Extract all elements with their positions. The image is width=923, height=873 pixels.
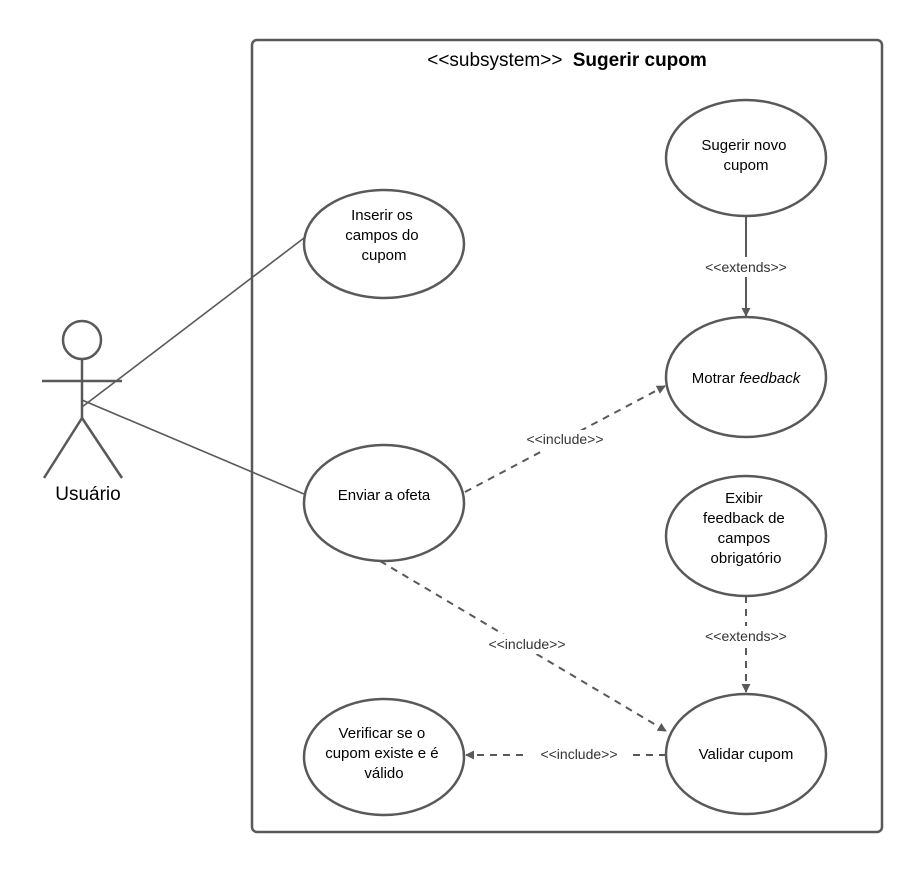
- use-case-label-prefix: Motrar: [692, 370, 740, 387]
- svg-text:Inserir os campos do: Inserir os campos do cupom: [345, 207, 423, 264]
- use-case-label: Validar cupom: [699, 746, 794, 763]
- svg-text:Sugerir novo cupom: Sugerir novo cupom: [701, 137, 790, 174]
- use-case-label-line: cupom: [361, 247, 406, 264]
- association-inserir: [81, 237, 305, 408]
- subsystem-title: <<subsystem>> Sugerir cupom: [427, 50, 707, 71]
- relation-label-include-3: <<include>>: [540, 746, 617, 762]
- include-line-enviar-validar: [379, 560, 667, 732]
- use-case-validar-cupom[interactable]: Validar cupom: [664, 692, 828, 816]
- use-case-exibir-feedback[interactable]: Exibir feedback de campos obrigatório: [664, 474, 828, 598]
- relation-label-extends-1: <<extends>>: [705, 259, 787, 275]
- use-case-label-line: campos: [718, 530, 771, 547]
- use-case-label: Enviar a ofeta: [338, 487, 431, 504]
- relation-label-extends-2: <<extends>>: [705, 628, 787, 644]
- subsystem-name: Sugerir cupom: [573, 50, 707, 71]
- relation-label-include-1: <<include>>: [526, 431, 603, 447]
- use-case-label-line: Exibir: [725, 490, 763, 507]
- use-case-inserir-campos[interactable]: Inserir os campos do cupom: [302, 188, 466, 300]
- actor-name: Usuário: [55, 484, 120, 505]
- use-case-sugerir-novo-cupom[interactable]: Sugerir novo cupom: [664, 98, 828, 218]
- use-case-label-line: cupom existe e é: [325, 745, 438, 762]
- svg-text:Motrar feedback: Motrar feedback: [692, 370, 802, 387]
- use-case-label-line: campos do: [345, 227, 418, 244]
- relation-label-include-2: <<include>>: [488, 636, 565, 652]
- svg-text:Verificar se o cupom exi: Verificar se o cupom existe e é válido: [325, 725, 443, 782]
- actor-head: [61, 319, 103, 361]
- use-case-verificar-cupom[interactable]: Verificar se o cupom existe e é válido: [302, 697, 466, 817]
- use-case-label-line: cupom: [723, 157, 768, 174]
- use-case-label-emphasis: feedback: [739, 370, 801, 387]
- actor-left-leg: [42, 417, 84, 479]
- use-case-label-line: válido: [364, 765, 403, 782]
- use-case-enviar-oferta[interactable]: Enviar a ofeta: [302, 443, 466, 563]
- svg-text:Exibir feedback de: Exibir feedback de campos obrigatório: [703, 490, 789, 567]
- subsystem-stereotype: <<subsystem>>: [427, 50, 562, 71]
- use-case-label-line: Verificar se o: [339, 725, 426, 742]
- actor-usuario[interactable]: [42, 319, 124, 479]
- association-enviar: [81, 399, 305, 495]
- use-case-mostrar-feedback[interactable]: Motrar feedback: [664, 315, 828, 439]
- actor-right-leg: [80, 417, 124, 479]
- use-case-label-line: Sugerir novo: [701, 137, 786, 154]
- use-case-label-line: obrigatório: [711, 550, 782, 567]
- subsystem-boundary: [250, 38, 884, 834]
- use-case-label-line: feedback de: [703, 510, 785, 527]
- use-case-label-line: Inserir os: [351, 207, 413, 224]
- include-line-enviar-mostrar: [464, 385, 666, 493]
